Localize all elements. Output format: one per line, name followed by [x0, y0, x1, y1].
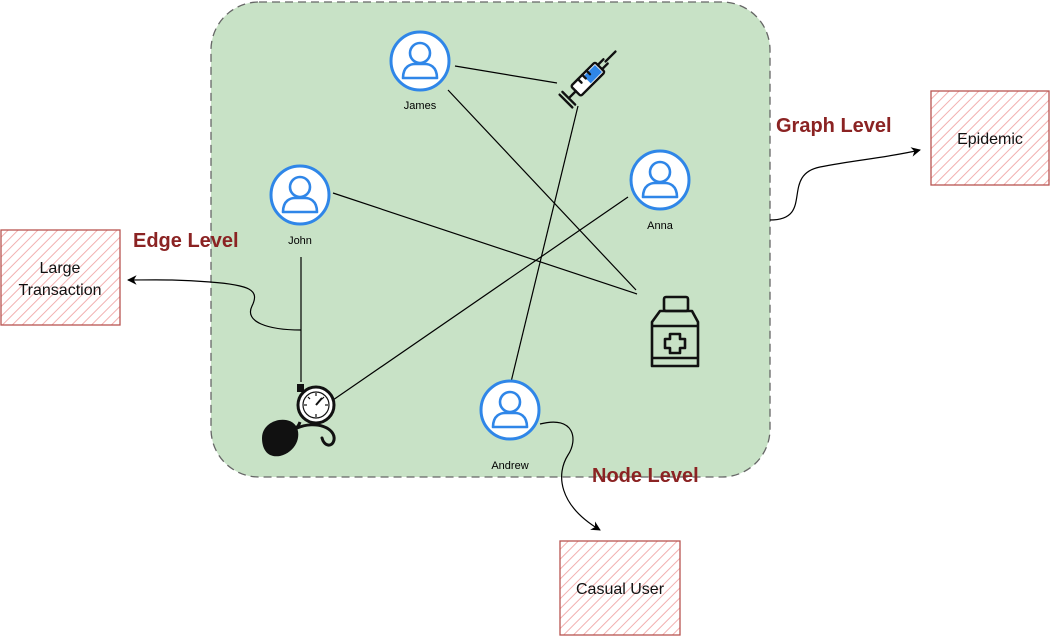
node-level-label: Node Level — [592, 465, 699, 487]
graph-edges — [300, 65, 638, 401]
user-icon — [629, 149, 691, 211]
large-transaction-box: Large Transaction — [0, 229, 121, 326]
edge-andrew-syringe — [510, 105, 579, 383]
graph-level-connector — [769, 147, 921, 221]
node-label-anna: Anna — [647, 220, 674, 232]
edge-level-label: Edge Level — [133, 230, 239, 252]
node-label-john: John — [288, 235, 312, 247]
user-icon — [479, 379, 541, 441]
node-level-connector — [539, 421, 601, 531]
person-node-andrew: Andrew — [479, 379, 541, 472]
epidemic-label: Epidemic — [957, 131, 1023, 148]
casual-user-box: Casual User — [559, 540, 681, 636]
node-label-james: James — [404, 100, 437, 112]
node-label-andrew: Andrew — [491, 460, 528, 472]
user-icon — [269, 164, 331, 226]
person-node-anna: Anna — [629, 149, 691, 232]
edge-john-medicine — [332, 192, 638, 295]
large-transaction-label-line2: Transaction — [19, 282, 102, 299]
edge-james-medicine — [447, 89, 637, 291]
large-transaction-label-line1: Large — [40, 260, 81, 277]
blood-pressure-monitor-icon — [262, 384, 336, 457]
person-node-james: James — [389, 30, 451, 112]
graph-panel — [210, 1, 771, 478]
graph-level-label: Graph Level — [776, 115, 892, 137]
casual-user-label: Casual User — [576, 581, 665, 598]
medicine-bottle-icon — [650, 295, 700, 368]
edge-level-connector — [127, 275, 302, 331]
person-node-john: John — [269, 164, 331, 247]
epidemic-box: Epidemic — [930, 90, 1050, 186]
edge-james-syringe — [454, 65, 558, 84]
edge-anna-bp — [332, 196, 629, 401]
user-icon — [389, 30, 451, 92]
syringe-icon — [558, 50, 617, 109]
